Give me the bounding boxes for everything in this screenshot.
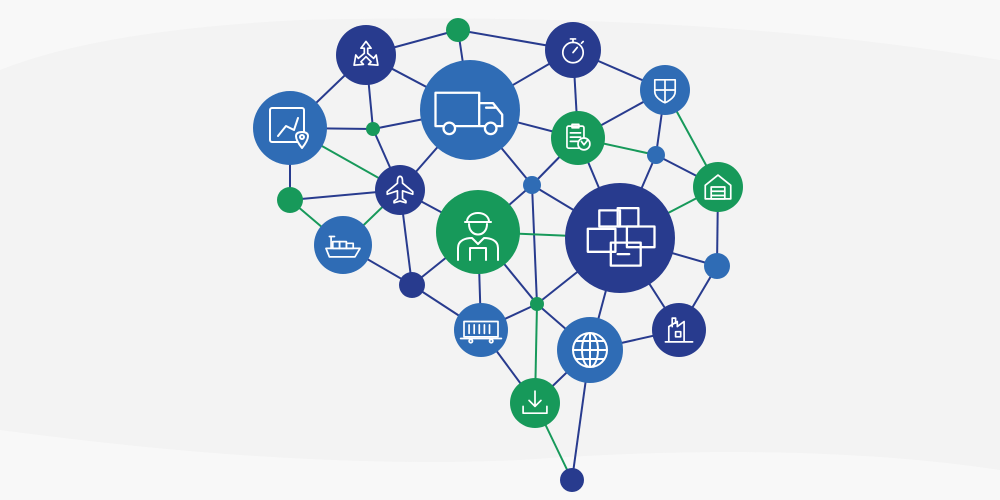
- node-circle: [366, 122, 380, 136]
- node-cargo-ship: [314, 216, 372, 274]
- node-navigation-arrows: [336, 25, 396, 85]
- junction-node: [530, 297, 544, 311]
- node-circle: [446, 18, 470, 42]
- node-circle: [560, 468, 584, 492]
- network-edge: [531, 184, 538, 305]
- clipboard-check-icon: [566, 123, 591, 151]
- junction-node: [446, 18, 470, 42]
- junction-node: [366, 122, 380, 136]
- junction-node: [647, 146, 665, 164]
- junction-node: [277, 187, 303, 213]
- node-circle: [652, 303, 706, 357]
- stacked-boxes-icon: [586, 206, 656, 267]
- junction-node: [523, 176, 541, 194]
- node-truck: [420, 60, 520, 160]
- shield-icon: [653, 78, 677, 104]
- cargo-ship-icon: [325, 235, 361, 258]
- node-circle: [314, 216, 372, 274]
- node-circle: [647, 146, 665, 164]
- node-circle: [704, 253, 730, 279]
- junction-node: [704, 253, 730, 279]
- node-stopwatch: [545, 22, 601, 78]
- node-circle: [454, 303, 508, 357]
- node-circle: [375, 165, 425, 215]
- node-circle: [523, 176, 541, 194]
- node-airplane: [375, 165, 425, 215]
- node-circle: [551, 111, 605, 165]
- node-delivery-worker: [436, 190, 520, 274]
- junction-node: [560, 468, 584, 492]
- node-map-route-pin: [253, 91, 327, 165]
- node-circle: [436, 190, 520, 274]
- node-stacked-boxes: [565, 183, 675, 293]
- airplane-icon: [386, 175, 414, 204]
- junction-node: [399, 272, 425, 298]
- node-download-tray: [510, 378, 560, 428]
- globe-icon: [572, 332, 608, 368]
- node-circle: [420, 60, 520, 160]
- node-circle: [399, 272, 425, 298]
- node-warehouse: [693, 162, 743, 212]
- node-circle: [565, 183, 675, 293]
- node-shield: [640, 65, 690, 115]
- node-circle: [336, 25, 396, 85]
- node-factory: [652, 303, 706, 357]
- download-tray-icon: [522, 390, 548, 415]
- node-circle: [530, 297, 544, 311]
- node-freight-rail-car: [454, 303, 508, 357]
- navigation-arrows-icon: [353, 40, 379, 67]
- delivery-worker-icon: [457, 212, 499, 261]
- stopwatch-icon: [561, 38, 585, 64]
- node-circle: [277, 187, 303, 213]
- node-globe: [557, 317, 623, 383]
- node-clipboard-check: [551, 111, 605, 165]
- freight-rail-car-icon: [459, 320, 503, 344]
- network-nodes: [253, 18, 743, 492]
- factory-icon: [664, 317, 694, 343]
- node-circle: [545, 22, 601, 78]
- truck-icon: [434, 91, 504, 136]
- map-route-pin-icon: [269, 107, 309, 149]
- warehouse-icon: [704, 174, 732, 200]
